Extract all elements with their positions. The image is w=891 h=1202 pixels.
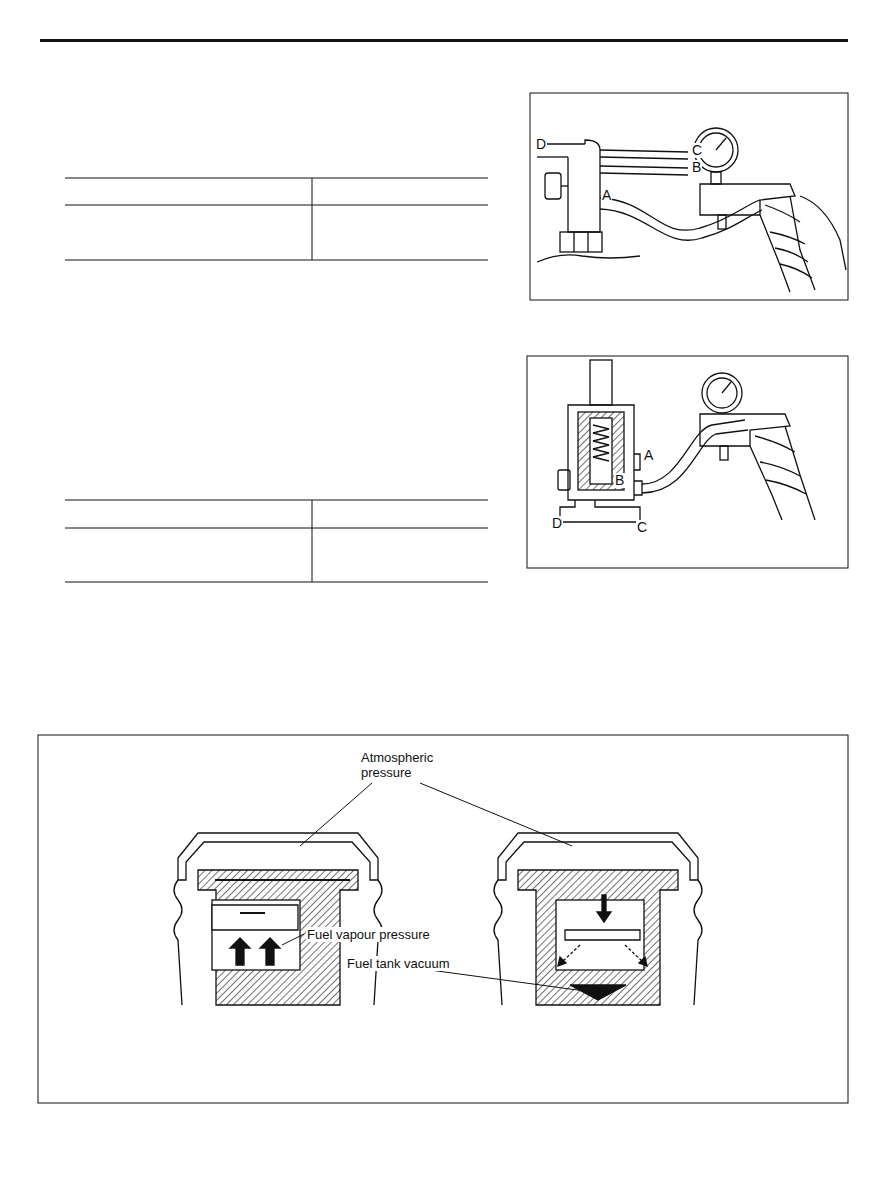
fuel-cap-figure xyxy=(38,735,848,1103)
port-label: A xyxy=(601,188,612,203)
valve-section-figure xyxy=(527,356,848,568)
port-label: B xyxy=(691,160,702,175)
port-label: C xyxy=(691,143,703,158)
empty-table xyxy=(65,500,488,582)
callout-text: Fuel tank vacuum xyxy=(346,956,451,971)
header-rule xyxy=(40,39,848,42)
port-label: A xyxy=(643,448,654,463)
port-label: D xyxy=(535,137,547,152)
callout-text: Fuel vapour pressure xyxy=(306,927,431,942)
valve-test-figure xyxy=(530,93,848,300)
callout-text: Atmospheric pressure xyxy=(360,750,458,780)
empty-table xyxy=(65,178,488,260)
port-label: B xyxy=(614,473,625,488)
port-label: D xyxy=(551,516,563,531)
port-label: C xyxy=(636,520,648,535)
